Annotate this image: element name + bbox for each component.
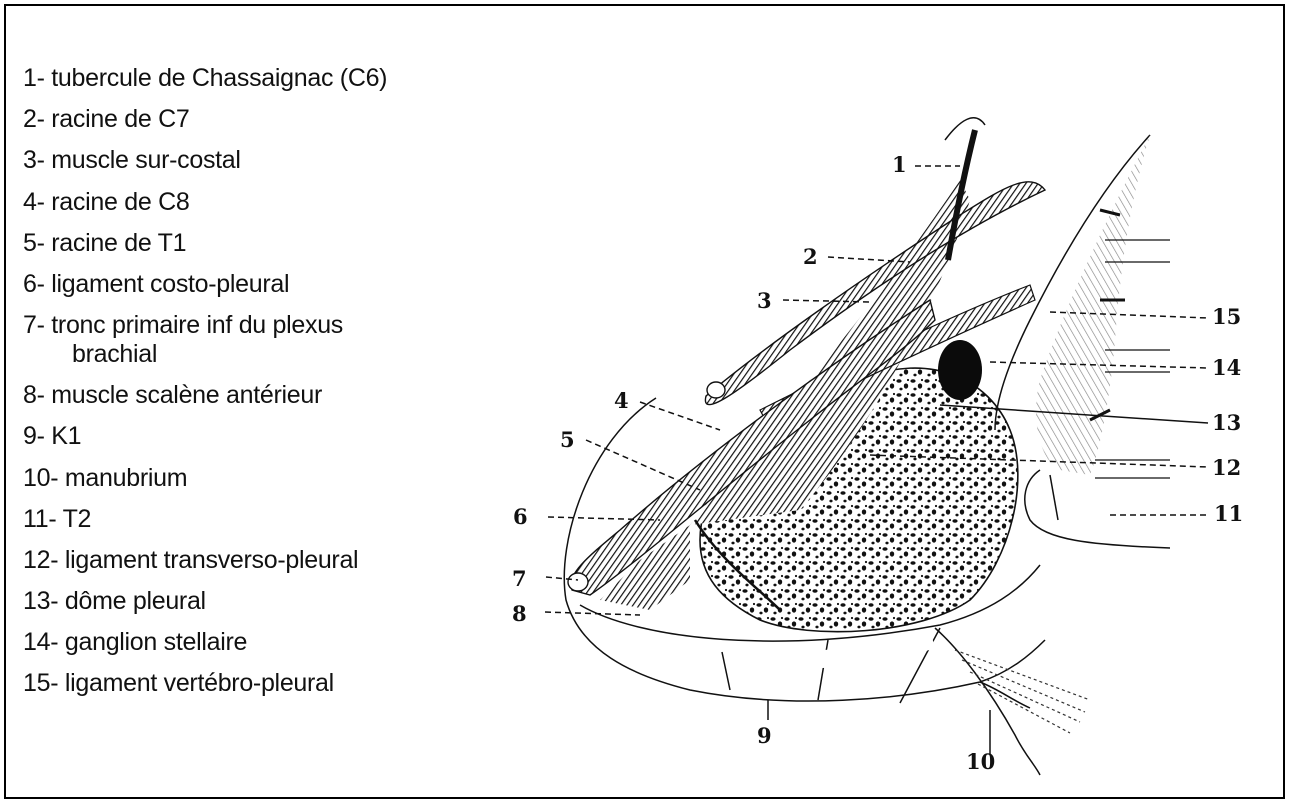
figure-label-5: 5	[560, 427, 575, 452]
figure-label-1: 1	[892, 152, 907, 177]
figure-label-12: 12	[1212, 455, 1241, 480]
figure-label-7: 7	[512, 566, 527, 591]
figure-label-6: 6	[513, 504, 528, 529]
figure-label-11: 11	[1214, 501, 1243, 526]
figure-label-14: 14	[1212, 355, 1241, 380]
stellate-ganglion	[938, 340, 982, 400]
figure-label-2: 2	[803, 244, 818, 269]
figure-label-9: 9	[757, 723, 772, 748]
figure-label-8: 8	[512, 601, 527, 626]
figure-label-10: 10	[966, 749, 995, 774]
figure-label-4: 4	[614, 388, 629, 413]
figure-label-3: 3	[757, 288, 772, 313]
figure-label-15: 15	[1212, 304, 1241, 329]
manubrium	[935, 628, 1090, 775]
figure-label-13: 13	[1212, 410, 1241, 435]
